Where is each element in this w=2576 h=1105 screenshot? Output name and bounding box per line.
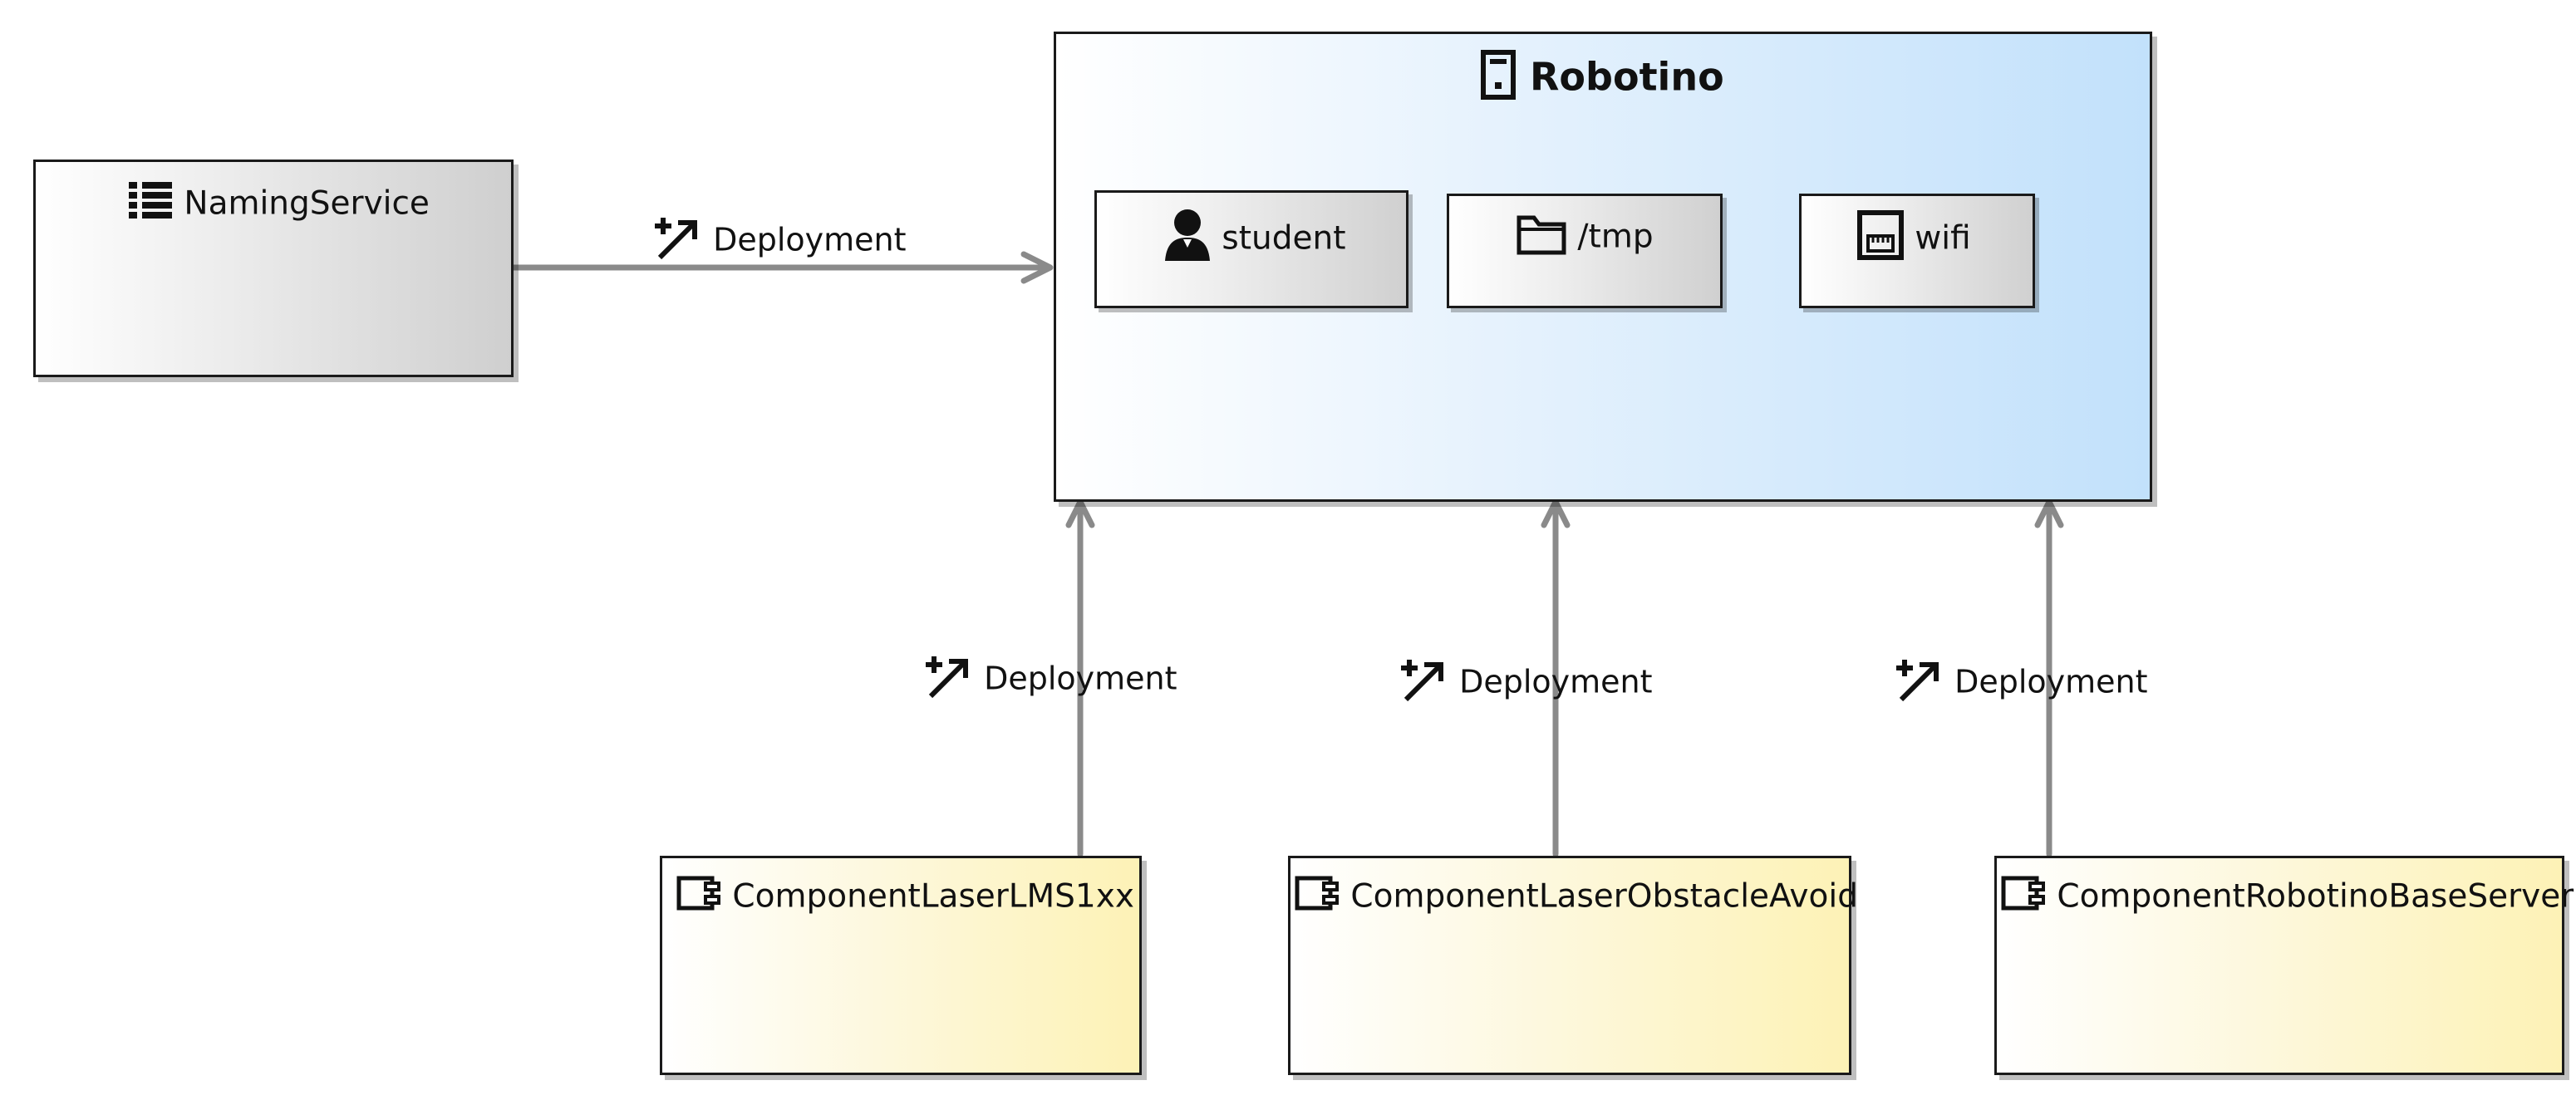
deployment-icon [1895,656,1944,711]
component-node[interactable]: ComponentRobotinoBaseServer [1994,856,2574,1075]
component-label: ComponentLaserObstacleAvoid [1350,877,1858,916]
wifi-node[interactable]: wifi [1799,194,2035,308]
deployment-icon [924,653,974,708]
arrowhead [1065,498,1095,528]
network-port-icon [1856,209,1905,271]
student-node[interactable]: student [1094,190,1408,308]
robotino-node[interactable]: Robotino student /tmp [1054,32,2152,502]
edge-label: Deployment [924,653,1177,708]
edge-label: Deployment [1895,656,2148,711]
user-icon [1163,208,1212,273]
component-label: ComponentLaserLMS1xx [732,877,1134,916]
component-node[interactable]: ComponentLaserObstacleAvoid [1288,856,1858,1075]
tmp-label: /tmp [1577,218,1654,256]
naming-service-node[interactable]: NamingService [33,160,514,377]
component-icon [676,875,722,921]
tmp-node[interactable]: /tmp [1447,194,1723,308]
device-icon [1480,49,1517,110]
student-label: student [1222,219,1346,258]
naming-service-label: NamingService [184,184,430,223]
component-node[interactable]: ComponentLaserLMS1xx [660,856,1142,1075]
edge-label: Deployment [653,214,907,269]
robotino-label: Robotino [1530,54,1724,100]
edge-label: Deployment [1399,656,1653,711]
list-icon [127,179,174,232]
component-icon [1294,875,1340,921]
wifi-label: wifi [1915,219,1971,258]
arrowhead [1020,251,1054,284]
component-icon [2000,875,2047,921]
deployment-icon [1399,656,1449,711]
arrowhead [2034,498,2064,528]
deployment-icon [653,214,703,269]
folder-icon [1516,211,1567,266]
component-label: ComponentRobotinoBaseServer [2057,877,2574,916]
arrowhead [1541,498,1571,528]
